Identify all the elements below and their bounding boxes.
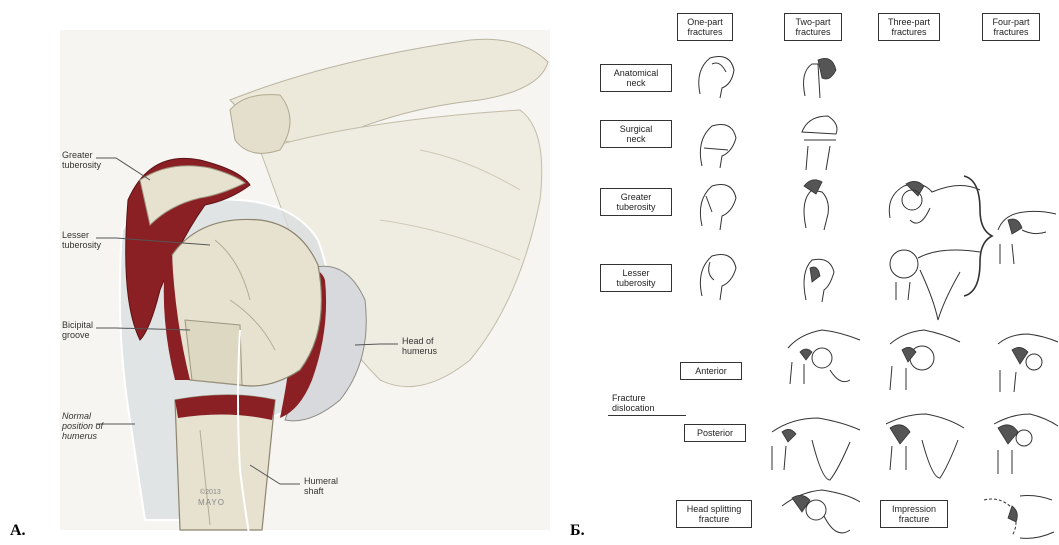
sketch-anatomical-neck-one-part — [699, 57, 734, 99]
sketch-greater-tuberosity-two-part — [804, 180, 828, 230]
sketch-greater-tuberosity-one-part — [700, 185, 736, 231]
copyright-mark: ©2013 — [200, 488, 221, 498]
label-normal-position: Normal position of humerus — [62, 411, 103, 441]
row-impression: Impression fracture — [880, 500, 948, 528]
label-humeral-shaft: Humeral shaft — [304, 476, 338, 496]
sketch-anterior-four-part — [998, 334, 1058, 392]
panel-b-classification: One-part fractures Two-part fractures Th… — [560, 0, 1059, 545]
sketch-posterior-two-part — [772, 418, 860, 480]
label-greater-tuberosity: Greater tuberosity — [62, 150, 101, 170]
row-lesser-tuberosity: Lesser tuberosity — [600, 264, 672, 292]
panel-a-label: А. — [10, 522, 26, 540]
sketch-lesser-tuberosity-two-part — [804, 259, 834, 302]
grouping-brace — [964, 176, 992, 296]
sketch-impression — [984, 496, 1054, 539]
sketch-four-part-tuberosities — [998, 211, 1056, 264]
sketch-head-splitting — [782, 490, 860, 533]
label-head-of-humerus: Head of humerus — [402, 336, 437, 356]
row-posterior: Posterior — [684, 424, 746, 442]
fracture-dislocation-divider — [608, 415, 686, 416]
column-header-four-part: Four-part fractures — [982, 13, 1040, 41]
row-anterior: Anterior — [680, 362, 742, 380]
sketch-lesser-tuberosity-three-part — [890, 250, 980, 320]
column-header-two-part: Two-part fractures — [784, 13, 842, 41]
bicipital-groove-face — [185, 320, 242, 385]
row-greater-tuberosity: Greater tuberosity — [600, 188, 672, 216]
panel-a-illustration: Greater tuberosity Lesser tuberosity Bic… — [0, 0, 560, 545]
row-anatomical-neck: Anatomical neck — [600, 64, 672, 92]
sketch-surgical-neck-two-part — [802, 116, 837, 170]
column-header-one-part: One-part fractures — [677, 13, 733, 41]
label-lesser-tuberosity: Lesser tuberosity — [62, 230, 101, 250]
sketch-posterior-four-part — [994, 414, 1058, 474]
sketch-anterior-three-part — [890, 330, 960, 390]
row-fracture-dislocation: Fracture dislocation — [612, 393, 655, 413]
sketch-surgical-neck-one-part — [700, 125, 736, 169]
row-head-splitting: Head splitting fracture — [676, 500, 752, 528]
sketch-anatomical-neck-two-part — [804, 58, 836, 98]
column-header-three-part: Three-part fractures — [878, 13, 940, 41]
sketch-posterior-three-part — [886, 414, 964, 478]
panel-b-label: Б. — [570, 522, 585, 540]
mayo-watermark: MAYO — [198, 498, 225, 508]
row-surgical-neck: Surgical neck — [600, 120, 672, 148]
sketch-anterior-two-part — [788, 330, 860, 384]
humerus-fracture-illustration — [0, 0, 560, 545]
sketch-lesser-tuberosity-one-part — [700, 255, 736, 301]
acromion — [230, 95, 290, 154]
label-bicipital-groove: Bicipital groove — [62, 320, 93, 340]
sketch-greater-tuberosity-three-part — [889, 181, 980, 223]
